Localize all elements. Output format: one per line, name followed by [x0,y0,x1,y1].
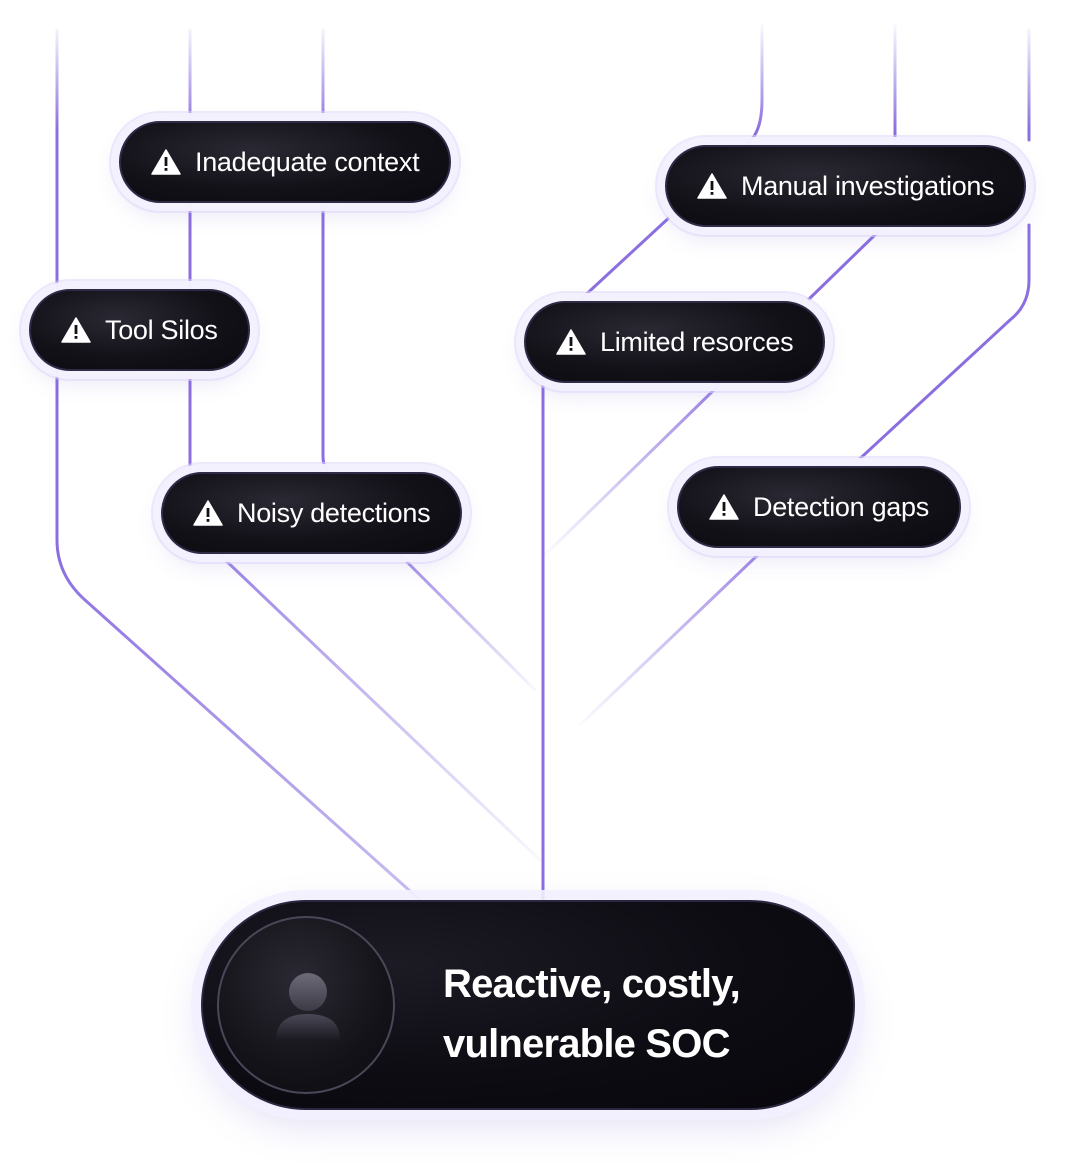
problem-noisy-detections: Noisy detections [161,472,463,554]
problem-label: Tool Silos [105,314,218,345]
warning-icon [556,329,586,355]
problem-tool-silos: Tool Silos [29,289,250,371]
warning-icon [709,494,739,520]
warning-icon [61,317,91,343]
outcome-title: Reactive, costly, vulnerable SOC [443,954,741,1074]
problem-label: Detection gaps [753,491,929,522]
problem-label: Noisy detections [237,497,431,528]
problem-label: Inadequate context [195,146,420,177]
avatar [217,916,395,1094]
problem-inadequate-context: Inadequate context [119,121,452,203]
problem-label: Manual investigations [741,170,995,201]
outcome-card: Reactive, costly, vulnerable SOC [201,900,855,1110]
warning-icon [193,500,223,526]
outcome-line-2: vulnerable SOC [443,1022,730,1066]
problem-manual-investigations: Manual investigations [665,145,1027,227]
problem-detection-gaps: Detection gaps [677,466,961,548]
problem-label: Limited resorces [600,326,794,357]
outcome-line-1: Reactive, costly, [443,962,741,1006]
problem-limited-resources: Limited resorces [524,301,826,383]
warning-icon [697,173,727,199]
user-avatar-icon [276,973,340,1040]
warning-icon [151,149,181,175]
